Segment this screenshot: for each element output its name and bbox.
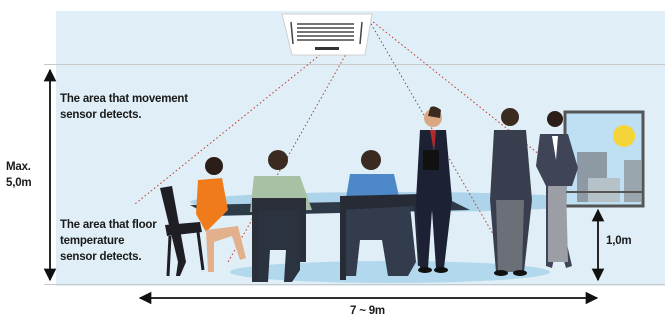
ceiling-line — [44, 64, 665, 65]
max-height-label-line2: 5,0m — [6, 177, 32, 189]
person-seated-man-green — [250, 150, 312, 282]
floor-sensor-label-line1: The area that floor — [60, 219, 157, 231]
person-seated-woman — [160, 157, 246, 277]
person-standing-man-back — [490, 108, 532, 276]
floor-sensor-label-line2: temperature — [60, 235, 125, 247]
sensor-height-label: 1,0m — [606, 235, 632, 247]
max-height-label-line1: Max. — [6, 161, 31, 173]
movement-sensor-label-line1: The area that movement — [60, 93, 188, 105]
window-with-sun-icon — [563, 110, 645, 208]
room-width-label: 7 ~ 9m — [350, 305, 385, 317]
person-seated-man-blue — [340, 150, 424, 280]
movement-sensor-label-line2: sensor detects. — [60, 109, 142, 121]
person-standing-man-folder — [416, 106, 452, 273]
ceiling-air-conditioner-icon — [281, 13, 373, 56]
floor-sensor-label-line3: sensor detects. — [60, 251, 142, 263]
person-standing-woman — [536, 111, 578, 268]
floor-line — [44, 284, 665, 285]
